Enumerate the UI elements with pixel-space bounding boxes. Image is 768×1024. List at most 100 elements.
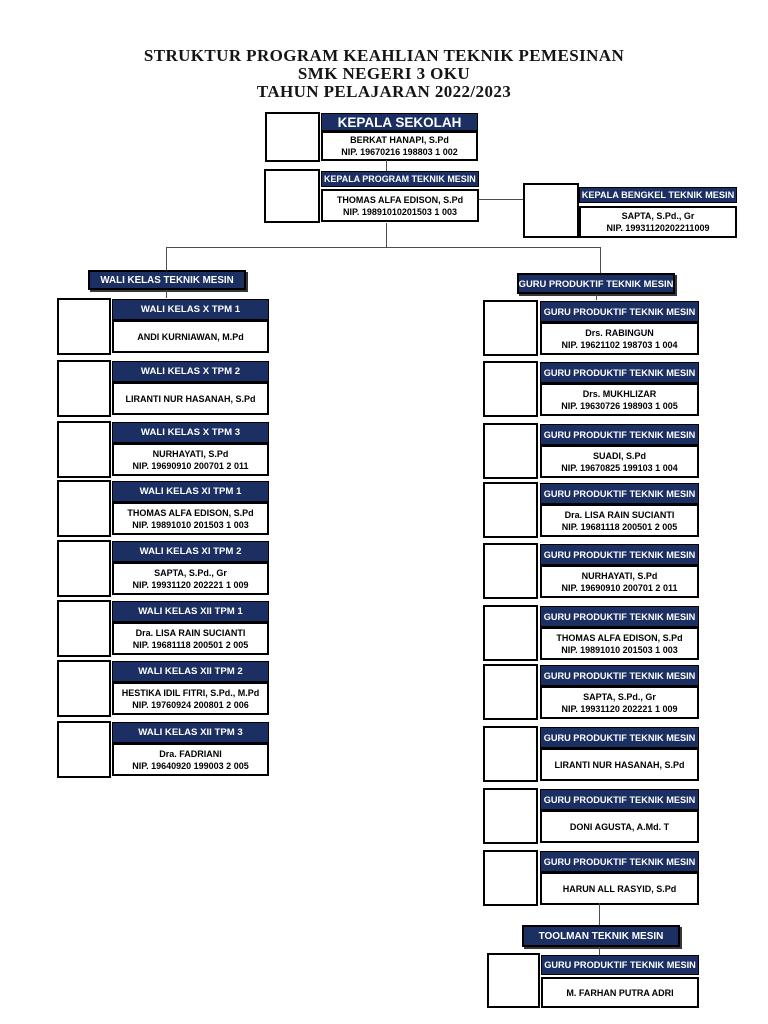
unit-title-text: KEPALA BENGKEL TEKNIK MESIN — [581, 190, 735, 200]
unit-body: LIRANTI NUR HASANAH, S.Pd — [540, 748, 699, 781]
photo-placeholder — [57, 540, 111, 597]
photo-placeholder — [483, 605, 538, 661]
connector-line — [600, 247, 601, 273]
photo-placeholder — [483, 788, 538, 844]
unit-title-bar: WALI KELAS X TPM 3 — [112, 422, 269, 443]
person-nip: NIP. 19931120202211009 — [606, 223, 710, 233]
photo-placeholder — [483, 664, 538, 720]
person-name: DONI AGUSTA, A.Md. T — [569, 821, 670, 832]
person-nip: NIP. 19670216 198803 1 002 — [341, 147, 458, 157]
unit-title-bar: GURU PRODUKTIF TEKNIK MESIN — [540, 606, 699, 627]
unit-title-text: GURU PRODUKTIF TEKNIK MESIN — [543, 670, 696, 681]
unit-title-text: WALI KELAS X TPM 3 — [140, 427, 241, 438]
person-name: Dra. LISA RAIN SUCIANTI — [564, 509, 675, 520]
connector-line — [599, 903, 600, 925]
unit-title-bar: GURU PRODUKTIF TEKNIK MESIN — [540, 665, 699, 686]
person-name: Dra. FADRIANI — [159, 748, 222, 759]
org-unit: KEPALA BENGKEL TEKNIK MESIN SAPTA, S.Pd.,… — [523, 183, 737, 238]
unit-title-text: GURU PRODUKTIF TEKNIK MESIN — [543, 549, 696, 560]
unit-title-text: GURU PRODUKTIF TEKNIK MESIN — [543, 306, 696, 317]
unit-body: SAPTA, S.Pd., Gr NIP. 19931120202211009 — [579, 206, 737, 238]
unit-title-text: WALI KELAS XII TPM 1 — [138, 606, 243, 617]
unit-title-bar: GURU PRODUKTIF TEKNIK MESIN — [540, 424, 699, 445]
connector-line — [386, 223, 387, 247]
unit-title-text: WALI KELAS XI TPM 1 — [139, 486, 242, 497]
unit-title-text: WALI KELAS XI TPM 2 — [139, 546, 242, 557]
connector-line — [479, 199, 523, 200]
unit-body: DONI AGUSTA, A.Md. T — [540, 810, 699, 843]
unit-title-text: KEPALA SEKOLAH — [337, 114, 462, 130]
org-unit: WALI KELAS X TPM 2 LIRANTI NUR HASANAH, S… — [57, 360, 269, 417]
unit-title-bar: GURU PRODUKTIF TEKNIK MESIN — [540, 483, 699, 504]
person-name: Drs. RABINGUN — [585, 327, 654, 338]
connector-line — [596, 294, 597, 300]
connector-line — [166, 290, 167, 298]
unit-body: M. FARHAN PUTRA ADRI — [541, 977, 699, 1008]
unit-title-bar: WALI KELAS XI TPM 1 — [112, 481, 269, 502]
section-header-guru-produktif: GURU PRODUKTIF TEKNIK MESIN — [517, 273, 675, 294]
person-name: BERKAT HANAPI, S.Pd — [350, 135, 449, 145]
unit-title-bar: GURU PRODUKTIF TEKNIK MESIN — [540, 789, 699, 810]
unit-title-text: WALI KELAS X TPM 1 — [140, 304, 241, 315]
photo-placeholder — [523, 183, 579, 238]
person-name: NURHAYATI, S.Pd — [152, 448, 229, 459]
photo-placeholder — [483, 482, 538, 538]
title-line-1: STRUKTUR PROGRAM KEAHLIAN TEKNIK PEMESIN… — [143, 46, 625, 65]
person-nip: NIP. 19931120 202221 1 009 — [132, 579, 249, 590]
photo-placeholder — [57, 600, 111, 657]
unit-title-bar: KEPALA SEKOLAH — [321, 113, 478, 131]
person-nip: NIP. 19891010 201503 1 003 — [132, 519, 249, 530]
unit-title-text: GURU PRODUKTIF TEKNIK MESIN — [543, 611, 696, 622]
person-nip: NIP. 19621102 198703 1 004 — [561, 339, 678, 350]
unit-title-bar: WALI KELAS XII TPM 1 — [112, 601, 269, 622]
title-line-2: SMK NEGERI 3 OKU — [297, 64, 471, 83]
unit-title-text: WALI KELAS XII TPM 3 — [138, 727, 243, 738]
person-name: SAPTA, S.Pd., Gr — [621, 211, 695, 221]
org-unit: WALI KELAS XII TPM 1 Dra. LISA RAIN SUCIA… — [57, 600, 269, 657]
connector-line — [166, 247, 601, 248]
unit-title-text: WALI KELAS XII TPM 2 — [138, 666, 243, 677]
unit-body: ANDI KURNIAWAN, M.Pd — [112, 320, 269, 353]
photo-placeholder — [483, 726, 538, 782]
org-unit: GURU PRODUKTIF TEKNIK MESIN DONI AGUSTA, … — [483, 788, 699, 844]
person-name: THOMAS ALFA EDISON, S.Pd — [127, 507, 254, 518]
person-nip: NIP. 19640920 199003 2 005 — [132, 760, 249, 771]
org-unit: GURU PRODUKTIF TEKNIK MESIN Drs. RABINGUN… — [483, 300, 699, 356]
person-name: LIRANTI NUR HASANAH, S.Pd — [125, 393, 256, 404]
person-nip: NIP. 19931120 202221 1 009 — [561, 703, 678, 714]
person-nip: NIP. 19681118 200501 2 005 — [132, 639, 249, 650]
person-name: Dra. LISA RAIN SUCIANTI — [135, 627, 246, 638]
person-nip: NIP. 19891010201503 1 003 — [343, 206, 457, 217]
person-nip: NIP. 19690910 200701 2 011 — [561, 582, 678, 593]
unit-title-bar: KEPALA PROGRAM TEKNIK MESIN — [321, 171, 479, 187]
person-nip: NIP. 19760924 200801 2 006 — [132, 699, 249, 710]
photo-placeholder — [487, 953, 540, 1008]
photo-placeholder — [57, 421, 111, 478]
unit-body: HARUN ALL RASYID, S.Pd — [540, 872, 699, 905]
unit-title-bar: KEPALA BENGKEL TEKNIK MESIN — [579, 187, 737, 203]
person-name: NURHAYATI, S.Pd — [581, 570, 658, 581]
unit-body: LIRANTI NUR HASANAH, S.Pd — [112, 382, 269, 415]
person-nip: NIP. 19681118 200501 2 005 — [561, 521, 678, 532]
section-header-toolman: TOOLMAN TEKNIK MESIN — [522, 925, 680, 947]
unit-title-bar: GURU PRODUKTIF TEKNIK MESIN — [541, 955, 699, 975]
unit-title-bar: WALI KELAS XII TPM 3 — [112, 722, 269, 743]
person-name: THOMAS ALFA EDISON, S.Pd — [336, 194, 464, 205]
unit-title-bar: WALI KELAS X TPM 2 — [112, 361, 269, 382]
person-name: HARUN ALL RASYID, S.Pd — [562, 883, 677, 894]
